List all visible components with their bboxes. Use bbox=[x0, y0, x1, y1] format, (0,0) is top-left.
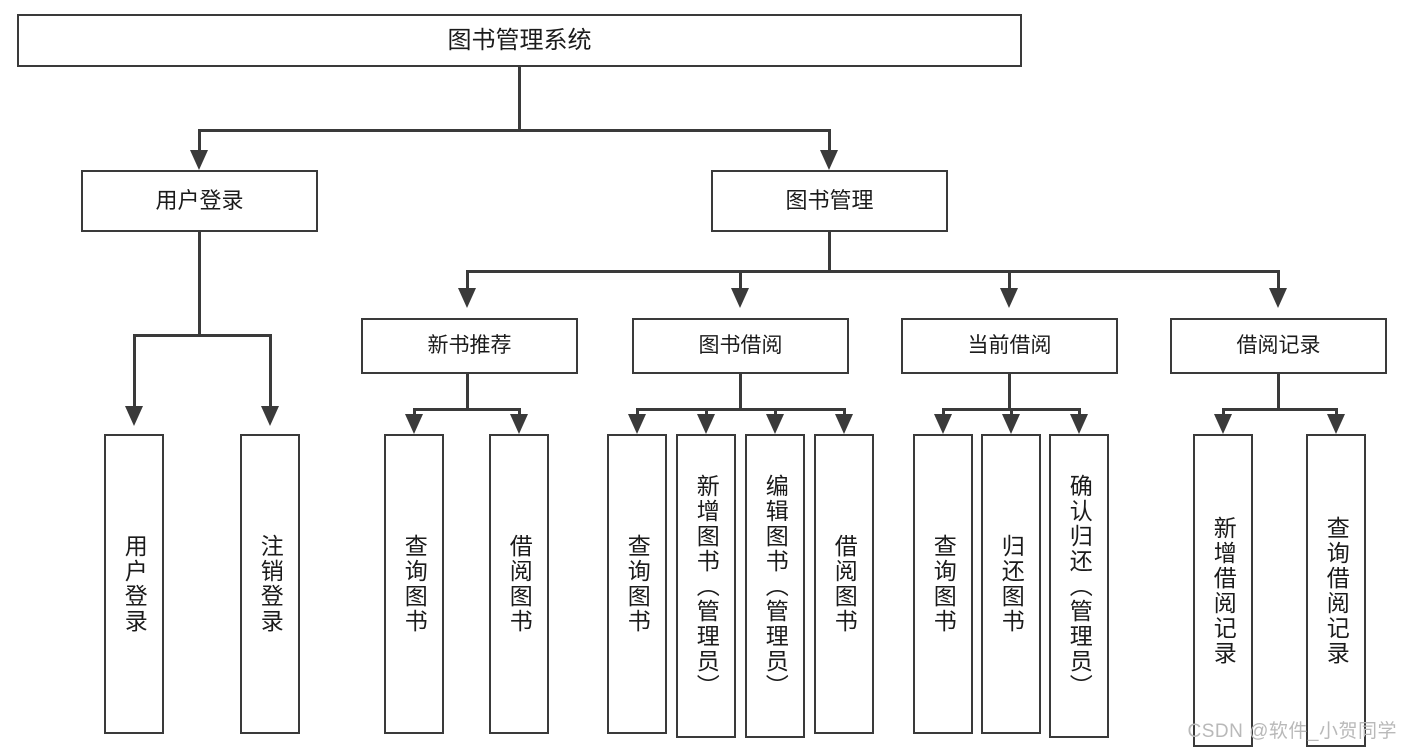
node-label: 图书管理 bbox=[785, 188, 874, 214]
arrowhead-to-borrow-record bbox=[1269, 288, 1287, 308]
arrowhead-to-book-borrow bbox=[731, 288, 749, 308]
arrowhead-borrow-record-child-1 bbox=[1214, 414, 1232, 434]
connector-user-login-bus bbox=[133, 334, 272, 337]
leaf-book-borrow-edit[interactable]: 编辑图书（管理员） bbox=[745, 434, 805, 738]
connector-to-book-borrow bbox=[739, 270, 742, 292]
connector-new-book-recommend-bus bbox=[413, 408, 521, 411]
node-book-borrow[interactable]: 图书借阅 bbox=[632, 318, 849, 374]
connector-current-borrow-child-3 bbox=[1078, 408, 1081, 418]
connector-root-bus bbox=[198, 129, 831, 132]
connector-book-management-bus bbox=[466, 270, 1278, 273]
node-current-borrow[interactable]: 当前借阅 bbox=[901, 318, 1118, 374]
arrowhead-book-borrow-child-1 bbox=[628, 414, 646, 434]
connector-new-book-recommend-child-2 bbox=[518, 408, 521, 418]
leaf-book-borrow-query[interactable]: 查询图书 bbox=[607, 434, 667, 734]
arrowhead-to-current-borrow bbox=[1000, 288, 1018, 308]
arrowhead-book-borrow-child-4 bbox=[835, 414, 853, 434]
node-book-management[interactable]: 图书管理 bbox=[711, 170, 948, 232]
connector-book-management-stem bbox=[828, 232, 831, 272]
connector-borrow-record-child-2 bbox=[1335, 408, 1338, 418]
connector-to-borrow-record bbox=[1277, 270, 1280, 292]
leaf-user-login-login[interactable]: 用户登录 bbox=[104, 434, 164, 734]
node-label: 新书推荐 bbox=[427, 333, 512, 357]
node-label: 图书管理系统 bbox=[447, 26, 592, 54]
node-new-book-recommend[interactable]: 新书推荐 bbox=[361, 318, 578, 374]
arrowhead-user-login-child-1 bbox=[125, 406, 143, 426]
node-label: 图书借阅 bbox=[698, 333, 783, 357]
connector-borrow-record-bus bbox=[1222, 408, 1338, 411]
node-label: 用户登录 bbox=[155, 188, 244, 214]
connector-book-borrow-child-2 bbox=[705, 408, 708, 418]
node-label: 确认归还（管理员） bbox=[1066, 473, 1093, 699]
node-label: 新增图书（管理员） bbox=[693, 473, 720, 699]
node-label: 借阅记录 bbox=[1236, 333, 1321, 357]
arrowhead-book-borrow-child-2 bbox=[697, 414, 715, 434]
node-root-book-management-system[interactable]: 图书管理系统 bbox=[17, 14, 1022, 67]
node-label: 查询图书 bbox=[624, 534, 651, 634]
node-label: 查询图书 bbox=[401, 534, 428, 634]
connector-book-borrow-stem bbox=[739, 374, 742, 410]
node-user-login[interactable]: 用户登录 bbox=[81, 170, 318, 232]
arrowhead-to-new-book-recommend bbox=[458, 288, 476, 308]
arrowhead-current-borrow-child-1 bbox=[934, 414, 952, 434]
leaf-current-borrow-query[interactable]: 查询图书 bbox=[913, 434, 973, 734]
node-label: 新增借阅记录 bbox=[1210, 515, 1237, 666]
arrowhead-to-book-management bbox=[820, 150, 838, 170]
connector-to-book-management bbox=[828, 129, 831, 154]
node-label: 编辑图书（管理员） bbox=[762, 473, 789, 699]
leaf-current-borrow-return[interactable]: 归还图书 bbox=[981, 434, 1041, 734]
connector-current-borrow-child-2 bbox=[1010, 408, 1013, 418]
arrowhead-book-borrow-child-3 bbox=[766, 414, 784, 434]
arrowhead-borrow-record-child-2 bbox=[1327, 414, 1345, 434]
connector-borrow-record-child-1 bbox=[1222, 408, 1225, 418]
connector-new-book-recommend-child-1 bbox=[413, 408, 416, 418]
connector-user-login-child-1 bbox=[133, 334, 136, 410]
connector-book-borrow-bus bbox=[636, 408, 844, 411]
arrowhead-current-borrow-child-3 bbox=[1070, 414, 1088, 434]
leaf-new-book-query[interactable]: 查询图书 bbox=[384, 434, 444, 734]
connector-new-book-recommend-stem bbox=[466, 374, 469, 410]
connector-user-login-child-2 bbox=[269, 334, 272, 410]
leaf-user-login-logout[interactable]: 注销登录 bbox=[240, 434, 300, 734]
node-label: 注销登录 bbox=[257, 534, 284, 634]
node-label: 借阅图书 bbox=[506, 534, 533, 634]
connector-current-borrow-stem bbox=[1008, 374, 1011, 410]
connector-user-login-stem bbox=[198, 232, 201, 336]
arrowhead-to-user-login bbox=[190, 150, 208, 170]
leaf-borrow-record-add[interactable]: 新增借阅记录 bbox=[1193, 434, 1253, 747]
connector-book-borrow-child-1 bbox=[636, 408, 639, 418]
connector-root-stem bbox=[518, 67, 521, 131]
arrowhead-new-book-recommend-child-2 bbox=[510, 414, 528, 434]
node-borrow-record[interactable]: 借阅记录 bbox=[1170, 318, 1387, 374]
leaf-book-borrow-borrow[interactable]: 借阅图书 bbox=[814, 434, 874, 734]
node-label: 当前借阅 bbox=[967, 333, 1052, 357]
connector-to-current-borrow bbox=[1008, 270, 1011, 292]
leaf-new-book-borrow[interactable]: 借阅图书 bbox=[489, 434, 549, 734]
connector-to-new-book-recommend bbox=[466, 270, 469, 292]
connector-book-borrow-child-4 bbox=[843, 408, 846, 418]
arrowhead-current-borrow-child-2 bbox=[1002, 414, 1020, 434]
node-label: 查询借阅记录 bbox=[1323, 515, 1350, 666]
node-label: 借阅图书 bbox=[831, 534, 858, 634]
leaf-borrow-record-query[interactable]: 查询借阅记录 bbox=[1306, 434, 1366, 747]
node-label: 用户登录 bbox=[121, 534, 148, 634]
node-label: 归还图书 bbox=[998, 534, 1025, 634]
connector-borrow-record-stem bbox=[1277, 374, 1280, 410]
leaf-book-borrow-add[interactable]: 新增图书（管理员） bbox=[676, 434, 736, 738]
connector-to-user-login bbox=[198, 129, 201, 154]
node-label: 查询图书 bbox=[930, 534, 957, 634]
arrowhead-new-book-recommend-child-1 bbox=[405, 414, 423, 434]
arrowhead-user-login-child-2 bbox=[261, 406, 279, 426]
connector-current-borrow-child-1 bbox=[942, 408, 945, 418]
leaf-current-borrow-confirm-return[interactable]: 确认归还（管理员） bbox=[1049, 434, 1109, 738]
connector-book-borrow-child-3 bbox=[774, 408, 777, 418]
